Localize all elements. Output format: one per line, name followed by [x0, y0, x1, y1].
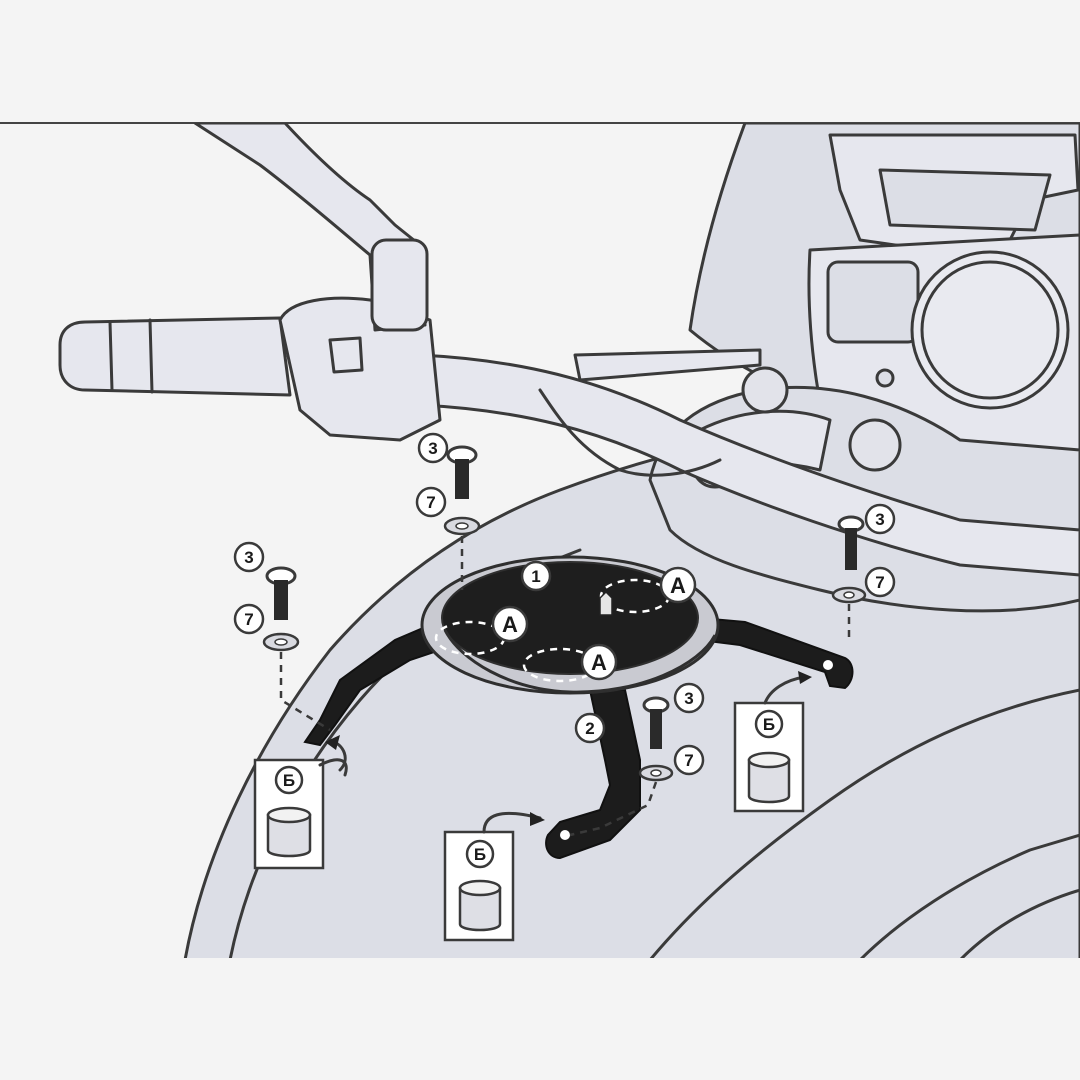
ring-lip — [443, 629, 717, 694]
ring-pin — [599, 590, 613, 616]
bracket-arm-lower — [545, 689, 641, 860]
callout-circle-washer-center — [673, 744, 705, 776]
bar-mount-2 — [848, 418, 902, 472]
callout-circle-washer-left — [233, 603, 265, 635]
spacer-label-right: Б — [763, 715, 775, 734]
arrow-head-left — [325, 735, 340, 750]
guide-line-left — [279, 652, 331, 732]
hardware-left — [262, 566, 347, 772]
screw-shank-center — [650, 709, 662, 749]
spacer-body-left — [266, 813, 312, 858]
callout-circle-a-1 — [659, 566, 697, 604]
washer-hole-top — [455, 522, 469, 530]
spacer-box-center: Б — [443, 811, 545, 942]
hardware-top — [443, 445, 481, 590]
screw-shank-top — [455, 459, 469, 499]
spacer-label-circle-right — [754, 709, 784, 739]
washer-hole-center — [650, 769, 662, 777]
spacer-box-left: Б — [253, 758, 348, 870]
spacer-pointer-center — [482, 811, 542, 834]
callout-circle-screw-right — [864, 503, 896, 535]
callout-circle-a-2 — [491, 605, 529, 643]
bracket-hole-lower — [560, 830, 570, 840]
bracket-arm-right — [699, 616, 854, 690]
spacer-label-left: Б — [283, 771, 295, 790]
callout-circle-washer-top — [415, 486, 447, 518]
callout-circle-screw-left — [233, 541, 265, 573]
callout-part-1: 1 — [531, 567, 540, 586]
switch-button — [328, 336, 364, 374]
spacer-box-right: Б — [733, 671, 812, 813]
tank-contour-4 — [958, 888, 1080, 959]
part-1-tank-ring — [420, 555, 720, 695]
callout-washer-right: 7 — [875, 573, 884, 592]
speedometer-inner — [920, 260, 1060, 400]
spacer-top-left — [266, 806, 312, 824]
spacer-arrow-right — [798, 671, 812, 684]
callout-screw-top: 3 — [428, 439, 437, 458]
callout-washer-left: 7 — [244, 610, 253, 629]
callout-circle-a-3 — [580, 643, 618, 681]
callout-circle-part-1 — [520, 560, 552, 592]
callout-circle-washer-right — [864, 566, 896, 598]
callout-washer-center: 7 — [684, 751, 693, 770]
mirror-joint — [370, 238, 429, 332]
screw-shank-right — [845, 528, 857, 570]
brake-line — [573, 348, 762, 382]
callout-washer-top: 7 — [426, 493, 435, 512]
spacer-label-circle-center — [465, 839, 495, 869]
callout-circle-part-2 — [574, 712, 606, 744]
spacer-arrow-center — [530, 812, 545, 826]
callout-circle-screw-center — [673, 682, 705, 714]
guide-line-center — [569, 781, 658, 837]
bracket-hole-right — [823, 660, 833, 670]
bracket-window — [878, 168, 1052, 232]
screw-shank-left — [274, 580, 288, 620]
left-grip — [58, 316, 292, 397]
dash-button — [875, 368, 895, 388]
bar-mount-1 — [741, 366, 789, 414]
callout-a-1: A — [670, 573, 686, 598]
cable — [538, 388, 722, 477]
callout-circle-screw-top — [417, 432, 449, 464]
spacer-top-center — [458, 879, 502, 897]
spacer-pointer-left — [318, 758, 348, 777]
spacer-top-right — [747, 751, 791, 769]
spacer-label-circle-left — [274, 765, 304, 795]
handlebar — [418, 353, 1080, 577]
part-2-bracket — [303, 616, 854, 860]
lcd-display — [826, 260, 920, 344]
callout-part-2: 2 — [585, 719, 594, 738]
callout-screw-center: 3 — [684, 689, 693, 708]
grip-ring-1 — [108, 320, 114, 392]
washer-hole-left — [274, 638, 288, 646]
hardware-right — [831, 515, 867, 640]
speedometer-outer — [910, 250, 1070, 410]
tank-contour-3 — [858, 833, 1080, 959]
tank-contour-2 — [648, 688, 1080, 959]
callout-screw-right: 3 — [875, 510, 884, 529]
washer-hole-right — [843, 591, 855, 599]
grip-ring-2 — [148, 318, 154, 394]
spacer-body-center — [458, 886, 502, 932]
callout-a-2: A — [502, 612, 518, 637]
callout-a-3: A — [591, 650, 607, 675]
callout-screw-left: 3 — [244, 548, 253, 567]
hardware-center — [569, 696, 674, 837]
ring-inner — [441, 561, 699, 675]
spacer-label-center: Б — [474, 845, 486, 864]
bracket-arm-left — [303, 623, 442, 747]
spacer-body-right — [747, 758, 791, 804]
